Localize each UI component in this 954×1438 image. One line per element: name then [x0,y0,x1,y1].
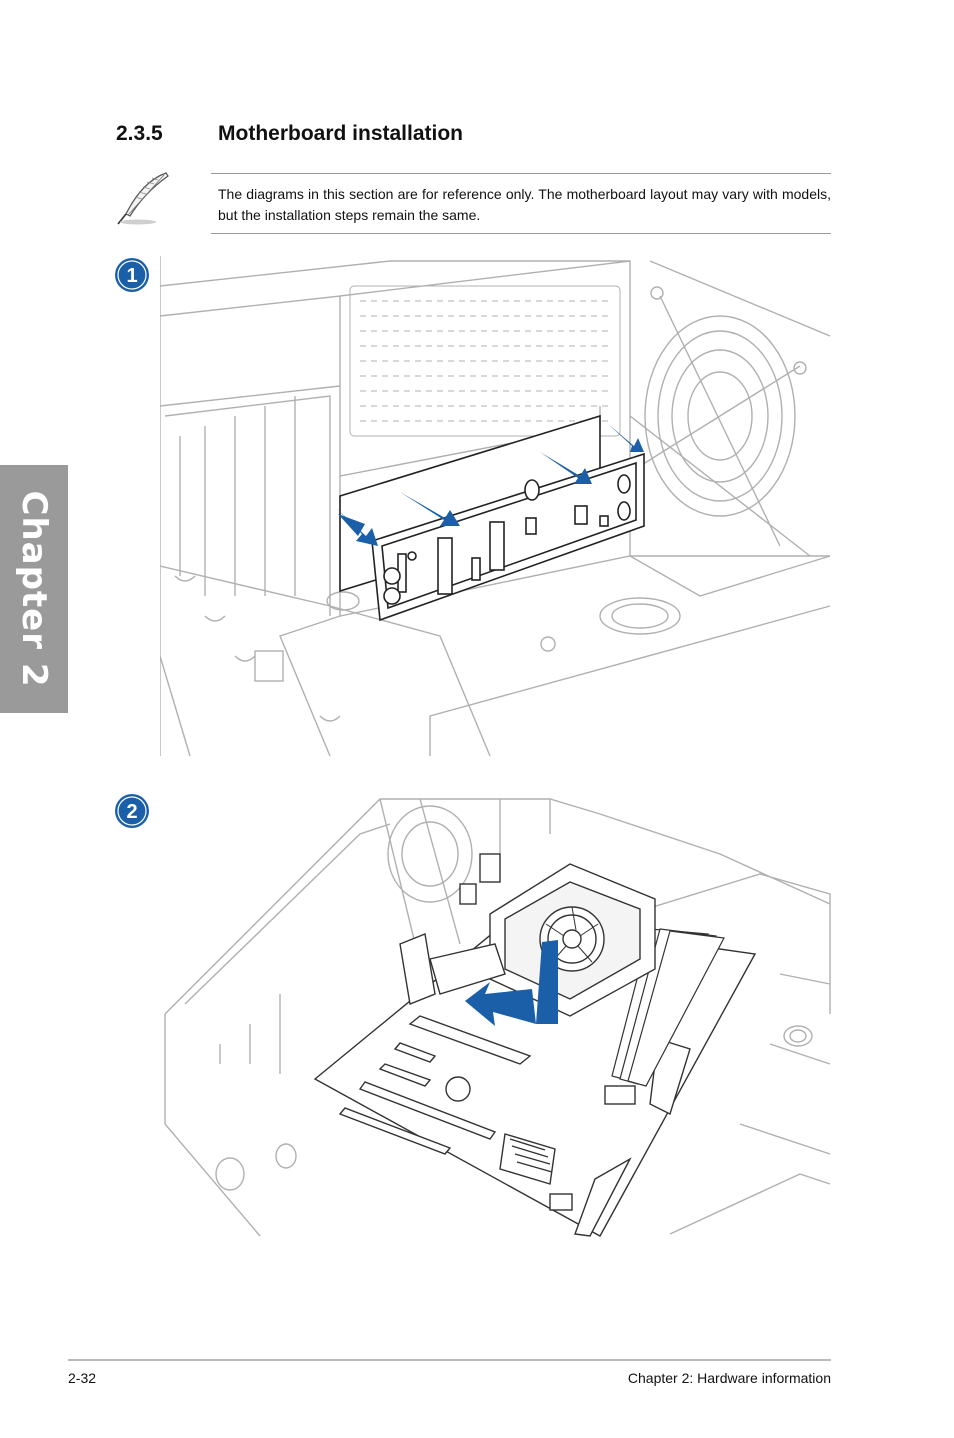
step-2-badge: 2 [115,794,149,828]
note-divider-bottom [211,233,831,234]
step-1-badge: 1 [115,258,149,292]
chapter-tab: Chapter 2 [0,465,68,713]
note-text: The diagrams in this section are for ref… [218,186,831,223]
section-number: 2.3.5 [116,122,163,145]
step-1-number: 1 [126,265,137,287]
io-shield-diagram [160,256,831,757]
footer-chapter-title: Chapter 2: Hardware information [627,1370,831,1386]
step-2-number: 2 [126,801,137,823]
section-heading: Motherboard installation [218,122,464,145]
motherboard-diagram [164,798,831,1237]
chapter-tab-label: Chapter 2 [14,490,54,688]
section-title: 2.3.5 Motherboard installation [116,122,463,146]
note-divider-top [211,173,831,174]
page-number: 2-32 [68,1370,97,1386]
footer-divider [68,1359,831,1361]
feather-pen-icon [117,172,169,225]
